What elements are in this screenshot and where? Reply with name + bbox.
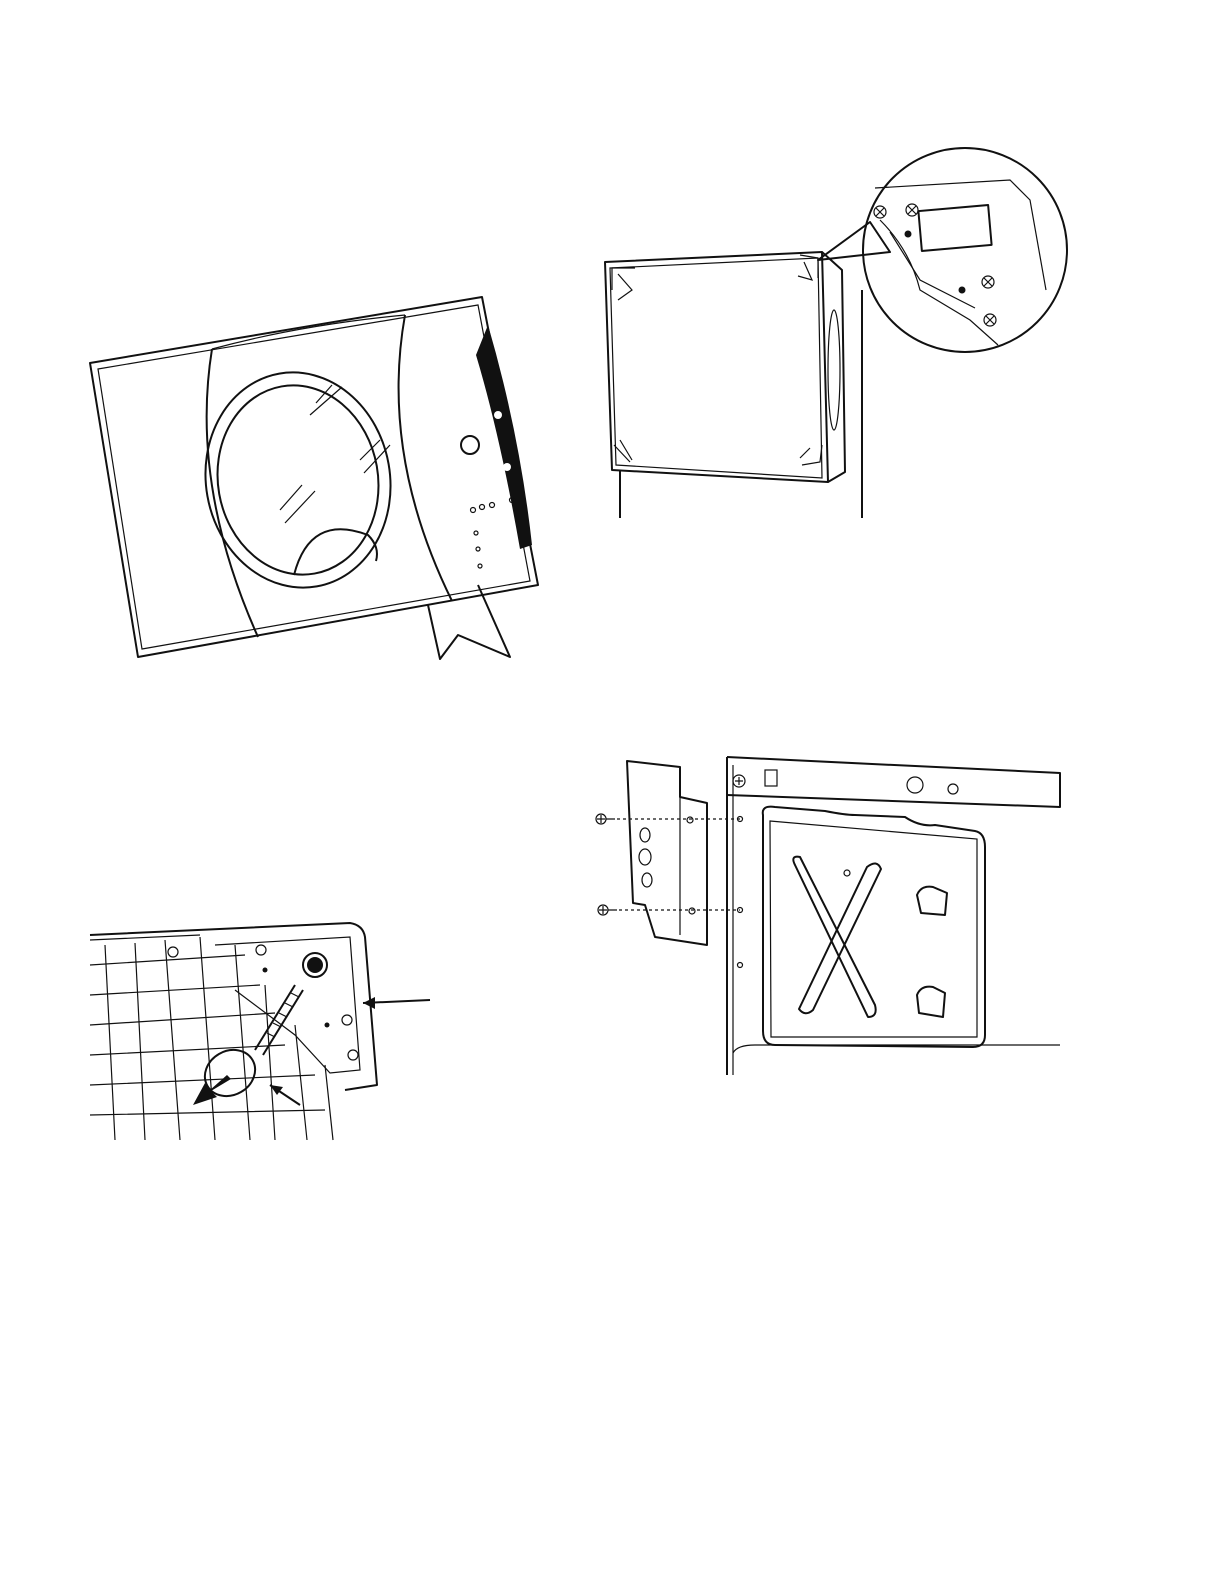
callout-pointer [818,222,890,260]
support-wedge [428,585,510,659]
zoom-callout [863,148,1067,352]
screws [596,814,740,915]
mounting-bracket [627,761,707,945]
leveling-leg [196,985,303,1105]
washer-front-illustration [80,285,550,665]
washer-side-panel [727,757,1060,1075]
washer-cabinet [90,297,538,657]
door-panel [207,315,452,637]
corner-plate [90,923,377,1090]
leveling-leg-illustration [85,885,440,1145]
washer-rear-illustration [590,140,1070,525]
washer-back-panel [605,252,862,518]
bracket-illustration [585,755,1065,1080]
washer-door [189,358,408,603]
corner-brackets [612,255,822,465]
control-panel [461,325,532,568]
